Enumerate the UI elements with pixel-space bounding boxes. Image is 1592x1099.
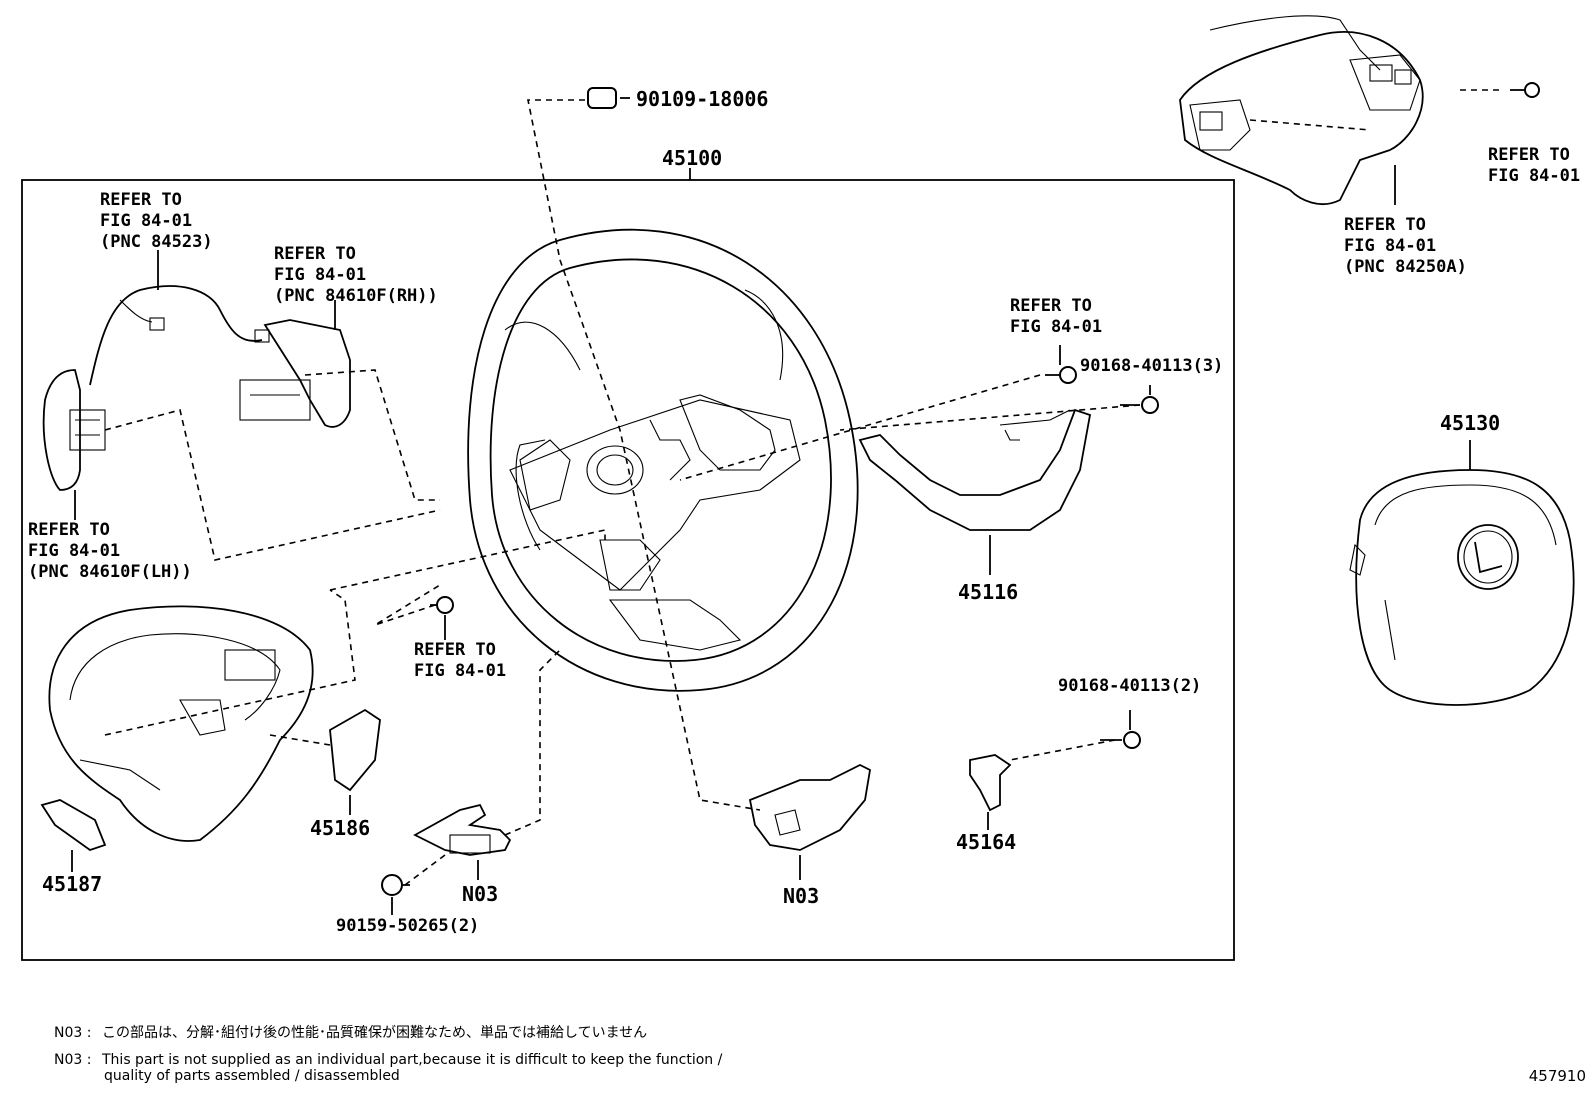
catalog-id: 457910 [1528,1067,1586,1085]
reference-line: FIG 84-01 [100,211,193,231]
reference-line: REFER TO [1344,215,1426,235]
bracket-n03-left-drawing [413,803,512,856]
part-number-90168-40113-2[interactable]: 90168-40113(2) [1058,676,1202,696]
reference-line: (PNC 84610F(RH)) [274,286,438,306]
part-number-45186[interactable]: 45186 [310,816,371,840]
part-number-n03-right[interactable]: N03 [783,884,820,908]
reference-pnc-84610f-lh[interactable]: REFER TO FIG 84-01 (PNC 84610F(LH)) [28,520,192,583]
reference-line: REFER TO [1488,145,1570,165]
reference-pnc-84250a[interactable]: REFER TO FIG 84-01 (PNC 84250A) [1344,215,1467,278]
assembly-frame [21,179,1235,961]
reference-line: (PNC 84250A) [1344,257,1467,277]
screw-90168-3 [1120,396,1159,414]
cover-45186-drawing [329,708,381,792]
reference-line: REFER TO [28,520,110,540]
screw-right-switch [1045,366,1077,384]
part-number-45116[interactable]: 45116 [958,580,1019,604]
note-code: N03 : [54,1052,92,1068]
reference-line: FIG 84-01 [274,265,367,285]
reference-line: (PNC 84610F(LH)) [28,562,192,582]
part-number-90109-18006[interactable]: 90109-18006 [636,87,769,111]
note-text: This part is not supplied as an individu… [102,1052,723,1068]
part-number-45187[interactable]: 45187 [42,872,103,896]
reference-pnc-84523[interactable]: REFER TO FIG 84-01 (PNC 84523) [100,190,213,253]
reference-line: REFER TO [100,190,182,210]
bracket-n03-right-drawing [748,763,871,851]
reference-fig-top-right[interactable]: REFER TO FIG 84-01 [1488,145,1580,187]
horn-pad-drawing [1349,469,1575,706]
paddle-left-drawing [42,369,441,561]
screw-top-right [1510,82,1540,98]
part-number-90168-40113-3[interactable]: 90168-40113(3) [1080,356,1224,376]
steering-wheel-drawing [467,228,859,692]
bolt-90109 [587,87,630,109]
reference-line: FIG 84-01 [414,661,507,681]
reference-pnc-84610f-rh[interactable]: REFER TO FIG 84-01 (PNC 84610F(RH)) [274,244,438,307]
part-number-90159-50265-2[interactable]: 90159-50265(2) [336,916,480,936]
reference-line: REFER TO [1010,296,1092,316]
reference-line: (PNC 84523) [100,232,213,252]
reference-line: REFER TO [274,244,356,264]
note-en: N03 : This part is not supplied as an ind… [54,1052,722,1084]
part-number-45130[interactable]: 45130 [1440,411,1501,435]
reference-line: FIG 84-01 [1010,317,1103,337]
note-code: N03 : [54,1025,92,1041]
part-number-n03-left[interactable]: N03 [462,882,499,906]
reference-fig-right-switch[interactable]: REFER TO FIG 84-01 [1010,296,1102,338]
screw-center [430,596,454,614]
part-number-45100[interactable]: 45100 [662,146,723,170]
paddle-right-drawing [239,319,440,501]
reference-line: FIG 84-01 [28,541,121,561]
reference-fig-center-screw[interactable]: REFER TO FIG 84-01 [414,640,506,682]
switch-assembly-drawing [1179,15,1500,205]
reference-line: FIG 84-01 [1488,166,1581,186]
lower-cover-drawing [48,589,356,842]
wheel-cover-drawing [858,408,1092,531]
bolt-90159 [381,874,410,896]
bracket-45164-drawing [969,754,1012,812]
note-text: この部品は、分解･組付け後の性能･品質確保が困難なため、単品では補給していません [102,1025,648,1041]
reference-line: FIG 84-01 [1344,236,1437,256]
garnish-45187-drawing [40,799,107,851]
reference-line: REFER TO [414,640,496,660]
note-jp: N03 : この部品は、分解･組付け後の性能･品質確保が困難なため、単品では補給し… [54,1025,647,1041]
part-number-45164[interactable]: 45164 [956,830,1017,854]
screw-90168-2 [1100,731,1141,749]
note-text-continued: quality of parts assembled / disassemble… [104,1068,400,1084]
wire-harness-drawing [89,285,270,386]
